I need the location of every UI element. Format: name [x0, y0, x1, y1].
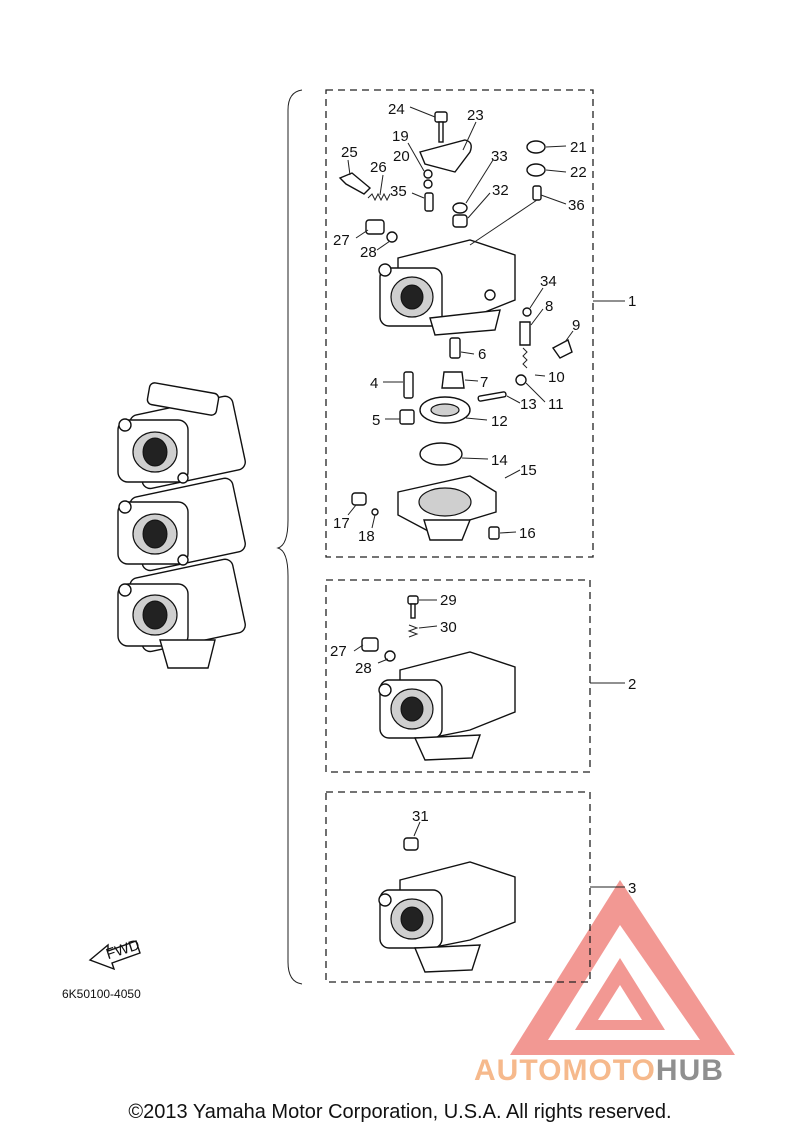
carburetor-bottom	[117, 558, 246, 669]
carburetor-stack	[117, 382, 246, 669]
washer-28b	[384, 650, 396, 662]
kit-box-3	[325, 791, 591, 983]
callout-34: 34	[540, 273, 557, 290]
screw-24	[434, 111, 448, 143]
callout-21: 21	[570, 139, 587, 156]
callout-36: 36	[568, 197, 585, 214]
cap-21	[526, 140, 546, 154]
callout-4: 4	[370, 375, 378, 392]
needle-valve-8	[519, 321, 531, 346]
o-ring-34	[522, 307, 532, 317]
plug-32	[452, 214, 468, 228]
screw-29	[407, 595, 419, 619]
main-jet-6	[449, 337, 461, 359]
holder-5	[399, 409, 415, 425]
cover-plate-23	[419, 139, 472, 173]
callout-18: 18	[358, 528, 375, 545]
callout-30: 30	[440, 619, 457, 636]
callout-20: 20	[393, 148, 410, 165]
screw-11	[515, 374, 527, 386]
clip-9	[551, 338, 573, 359]
carburetor-body-1	[378, 239, 516, 336]
callout-6: 6	[478, 346, 486, 363]
callout-8: 8	[545, 298, 553, 315]
screw-25	[338, 172, 372, 195]
watermark-text-part1: AUTOMOTO	[474, 1054, 656, 1087]
callout-22: 22	[570, 164, 587, 181]
callout-33: 33	[491, 148, 508, 165]
spring-10	[522, 347, 528, 369]
callout-35: 35	[390, 183, 407, 200]
grouping-brace	[276, 89, 303, 985]
spring-26	[367, 192, 391, 202]
screw-16	[488, 526, 500, 540]
callout-5: 5	[372, 412, 380, 429]
gasket-14	[419, 442, 463, 466]
callout-28b: 28	[355, 660, 372, 677]
callout-31: 31	[412, 808, 429, 825]
callout-23: 23	[467, 107, 484, 124]
callout-labels: 24 23 19 25 20 26 35 21 22 33 32 36 27 2…	[330, 101, 636, 897]
float-bowl-15	[397, 475, 497, 541]
callout-26: 26	[370, 159, 387, 176]
callout-28: 28	[360, 244, 377, 261]
carburetor-middle	[117, 477, 246, 572]
nozzle-7	[441, 371, 465, 389]
callout-7: 7	[480, 374, 488, 391]
carburetor-body-2	[378, 651, 516, 761]
carburetor-body-3	[378, 861, 516, 973]
callout-27: 27	[333, 232, 350, 249]
callout-29: 29	[440, 592, 457, 609]
callout-2: 2	[628, 676, 636, 693]
callout-15: 15	[520, 462, 537, 479]
diagram-part-number: 6K50100-4050	[62, 987, 141, 1001]
o-ring-18	[371, 508, 379, 516]
screw-27b	[361, 637, 379, 652]
callout-19: 19	[392, 128, 409, 145]
callout-16: 16	[519, 525, 536, 542]
callout-24: 24	[388, 101, 405, 118]
callout-25: 25	[341, 144, 358, 161]
spring-30	[407, 624, 419, 638]
cap-22	[526, 163, 546, 177]
callout-17: 17	[333, 515, 350, 532]
pin-13	[477, 391, 507, 402]
callout-9: 9	[572, 317, 580, 334]
carburetor-top	[117, 382, 246, 490]
jet-36	[532, 185, 542, 201]
copyright-notice: ©2013 Yamaha Motor Corporation, U.S.A. A…	[128, 1101, 672, 1123]
watermark-text: AUTOMOTOHUB	[474, 1054, 724, 1088]
washer-19	[423, 169, 433, 179]
o-ring-20	[423, 179, 433, 189]
drain-screw-17	[351, 492, 367, 506]
o-ring-33	[452, 202, 468, 214]
washer-28	[386, 231, 398, 243]
watermark-text-part2: HUB	[655, 1054, 724, 1087]
watermark-logo	[510, 880, 735, 1055]
callout-11: 11	[548, 396, 564, 413]
callout-14: 14	[491, 452, 508, 469]
callout-1: 1	[628, 293, 636, 310]
screw-27	[365, 219, 385, 235]
callout-13: 13	[520, 396, 537, 413]
fitting-31	[403, 837, 419, 851]
callout-3: 3	[628, 880, 636, 897]
callout-27b: 27	[330, 643, 347, 660]
kit-box-1	[325, 89, 594, 558]
kit-box-2	[325, 579, 591, 773]
callout-32: 32	[492, 182, 509, 199]
callout-12: 12	[491, 413, 508, 430]
fwd-arrow-icon: FWD	[88, 936, 142, 971]
jet-35	[424, 192, 434, 212]
callout-10: 10	[548, 369, 565, 386]
jet-4	[403, 371, 414, 399]
